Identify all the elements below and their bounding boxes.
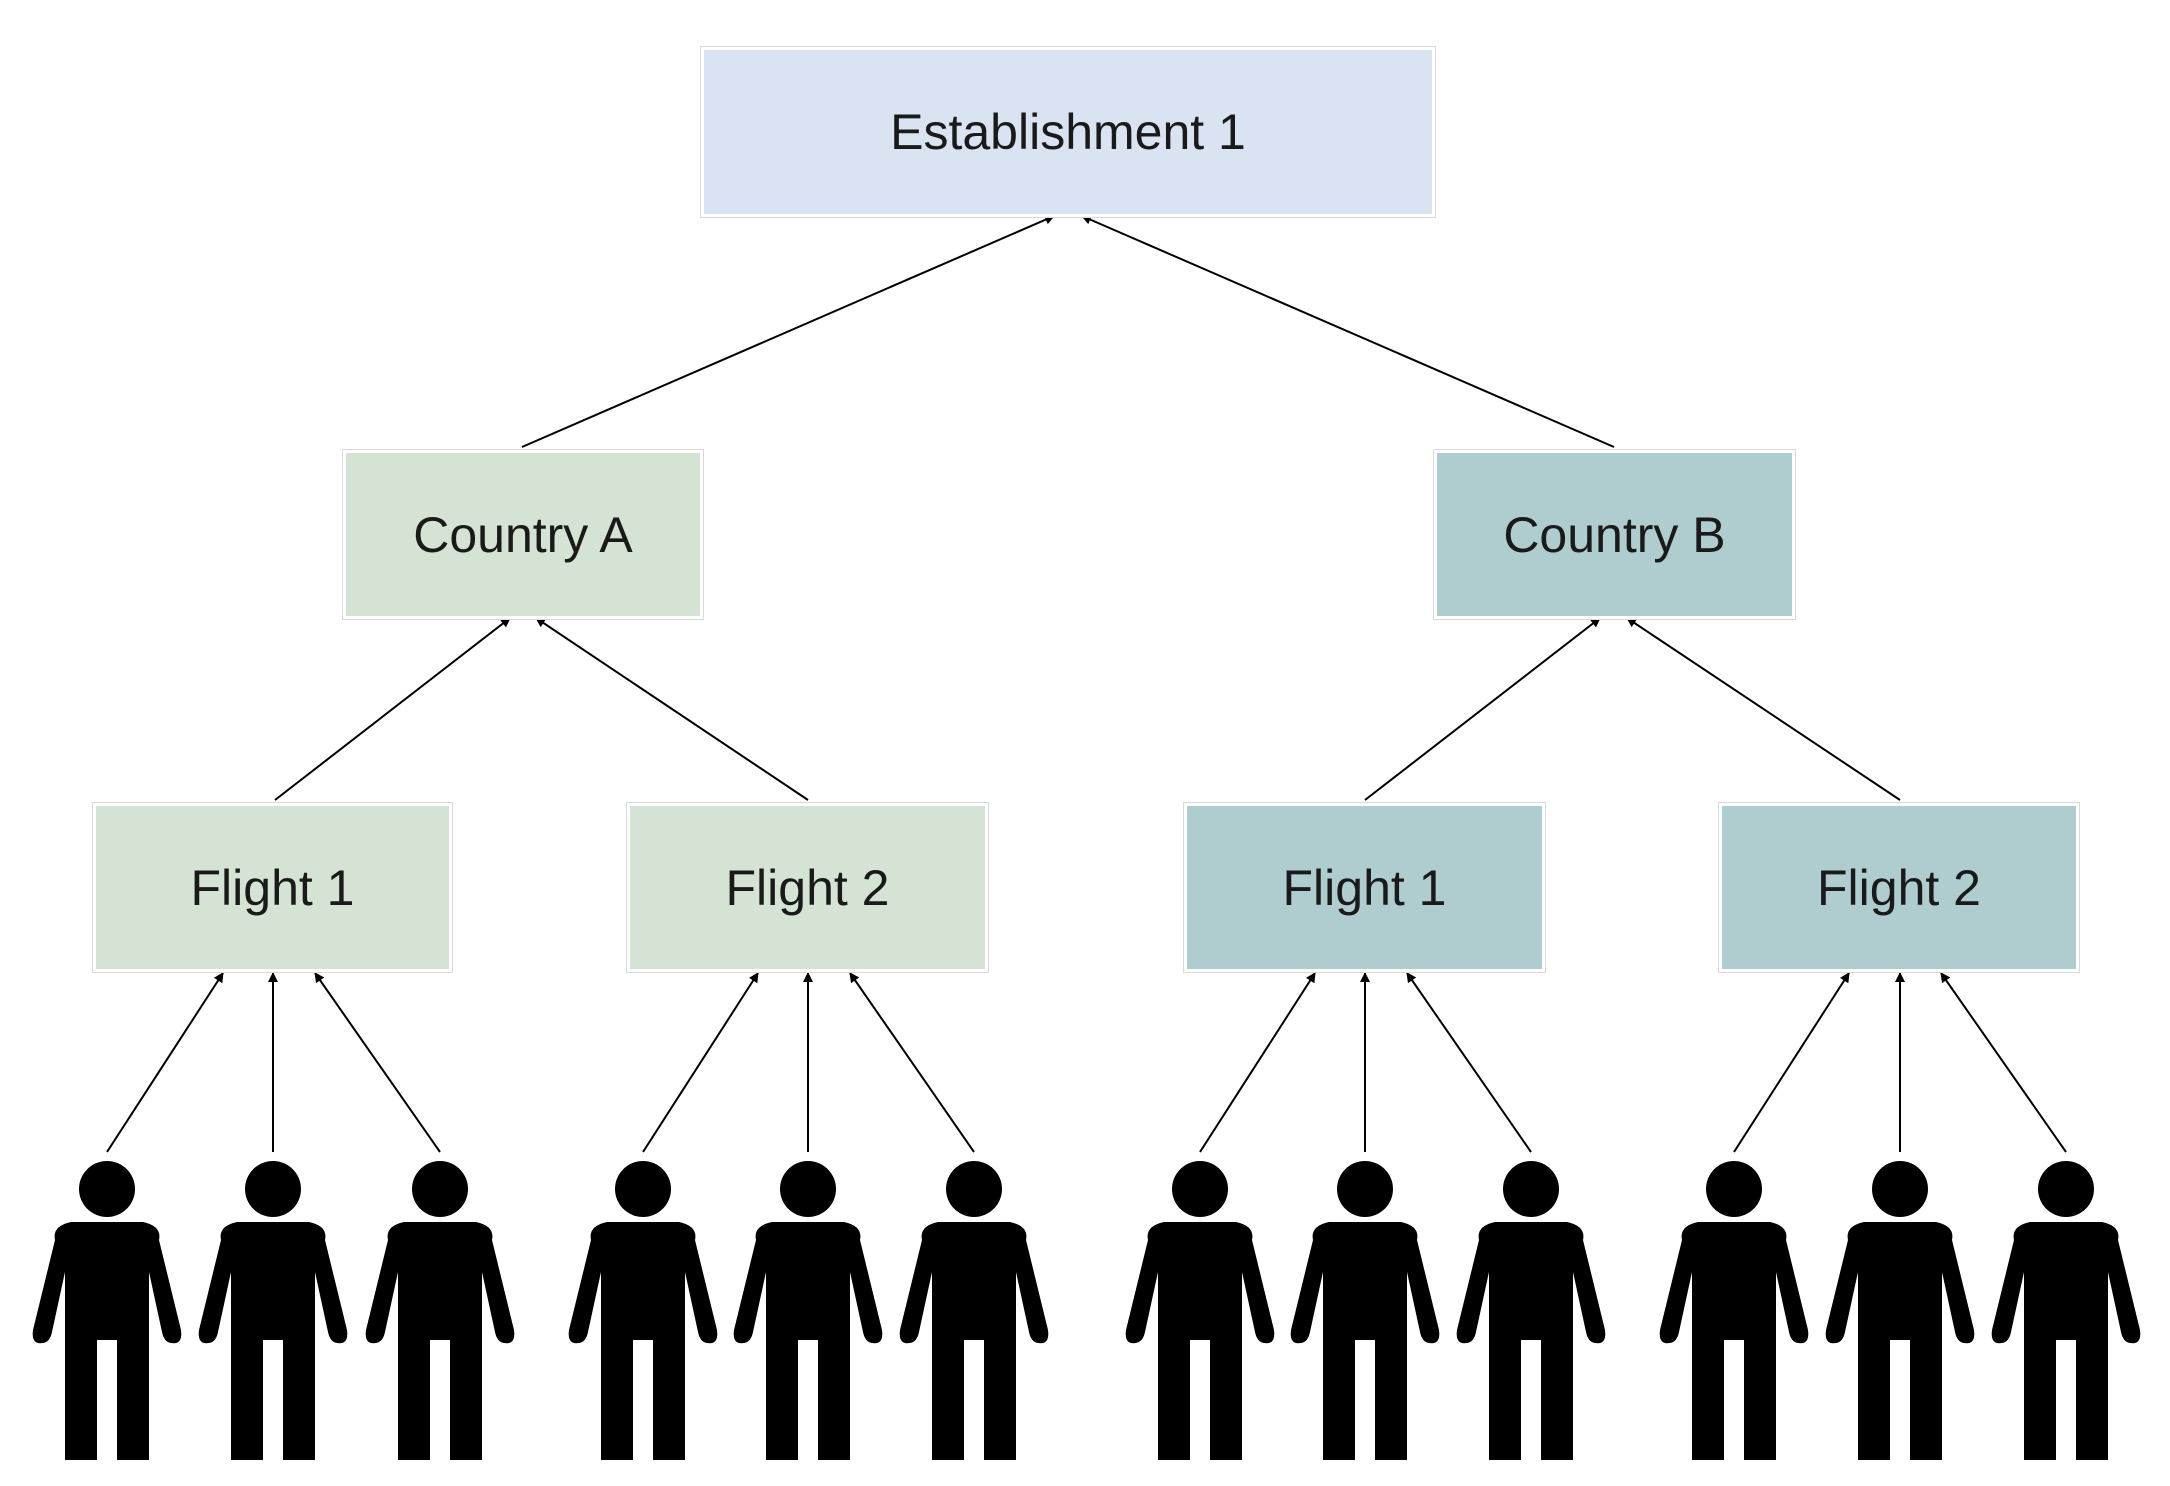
arrow-country-b-to-establishment — [1081, 214, 1615, 448]
person-icon — [365, 1161, 515, 1460]
person-icon — [1125, 1161, 1275, 1460]
person-icon — [899, 1161, 1049, 1460]
person-icon — [1991, 1161, 2141, 1460]
person-icon — [568, 1161, 718, 1460]
person-icon — [198, 1161, 348, 1460]
arrow-person-to-flight-b1 — [1199, 972, 1316, 1153]
arrow-person-to-flight-a2 — [642, 972, 759, 1153]
arrow-person-to-flight-a1 — [314, 972, 441, 1153]
arrow-person-to-flight-b2 — [1940, 972, 2067, 1153]
flight-b2-box: Flight 2 — [1722, 806, 2076, 969]
arrow-flight-b1-to-country-b — [1364, 617, 1601, 801]
arrow-person-to-flight-b2 — [1733, 972, 1850, 1153]
arrow-flight-a1-to-country-a — [274, 617, 511, 801]
person-icon — [1290, 1161, 1440, 1460]
person-icon — [32, 1161, 182, 1460]
flight-a2-box: Flight 2 — [630, 806, 985, 969]
arrow-person-to-flight-a2 — [849, 972, 975, 1153]
establishment-box: Establishment 1 — [704, 50, 1432, 214]
arrow-flight-a2-to-country-a — [535, 617, 809, 801]
country-a-box: Country A — [346, 453, 700, 616]
flight-b1-box: Flight 1 — [1187, 806, 1542, 969]
person-icon — [1825, 1161, 1975, 1460]
person-icon — [1456, 1161, 1606, 1460]
person-icon — [733, 1161, 883, 1460]
arrow-person-to-flight-a1 — [106, 972, 224, 1153]
arrow-person-to-flight-b1 — [1406, 972, 1532, 1153]
flight-a1-box: Flight 1 — [96, 806, 449, 969]
arrow-flight-b2-to-country-b — [1626, 617, 1901, 801]
country-b-box: Country B — [1437, 453, 1792, 616]
arrow-country-a-to-establishment — [521, 214, 1055, 448]
person-icon — [1659, 1161, 1809, 1460]
